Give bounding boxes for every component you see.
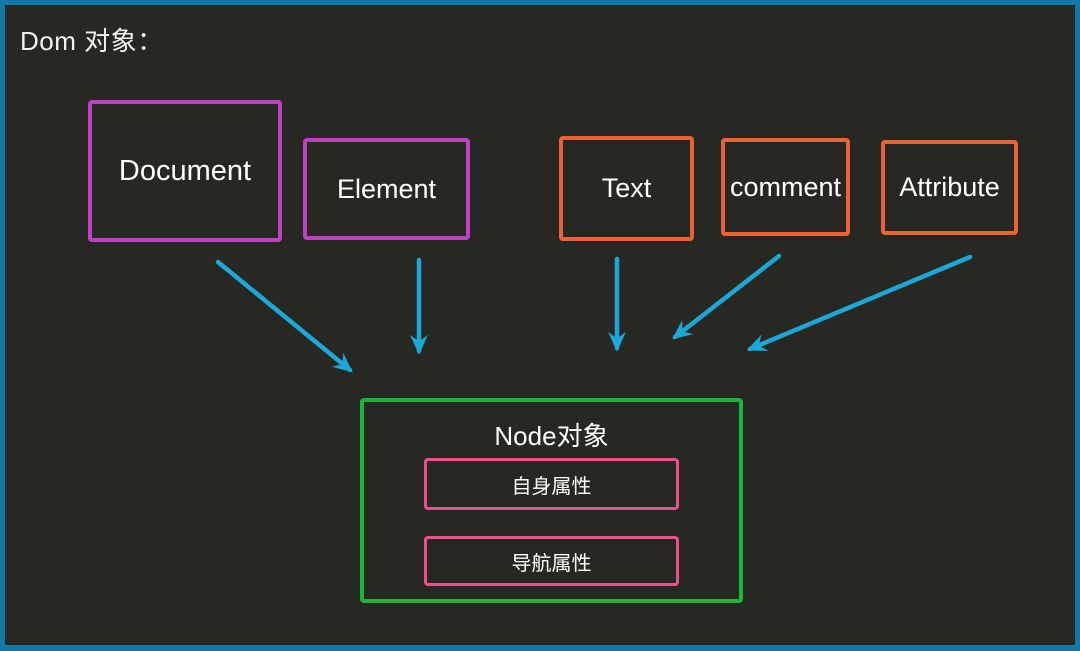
- box-comment-label: comment: [729, 171, 842, 202]
- box-attribute-label: Attribute: [899, 172, 1000, 202]
- diagram-canvas: Dom 对象： Document Element Text: [5, 5, 1075, 645]
- box-document-label: Document: [118, 154, 252, 187]
- box-attribute[interactable]: Attribute: [881, 140, 1018, 235]
- node-object-title: Node对象: [494, 421, 609, 451]
- arrow-document-to-node: [215, 259, 353, 373]
- box-document[interactable]: Document: [88, 100, 282, 242]
- box-element-label: Element: [336, 173, 437, 204]
- own-attributes-label: 自身属性: [511, 475, 592, 498]
- box-text[interactable]: Text: [559, 136, 694, 241]
- box-own-attributes[interactable]: 自身属性: [424, 458, 679, 510]
- arrow-attribute-to-node: [746, 254, 973, 352]
- box-element[interactable]: Element: [303, 138, 470, 240]
- page-title: Dom 对象：: [20, 26, 164, 56]
- box-node-object[interactable]: Node对象 自身属性 导航属性: [360, 398, 743, 603]
- arrow-comment-to-node: [672, 253, 782, 340]
- navigation-attributes-label: 导航属性: [511, 552, 592, 575]
- box-comment[interactable]: comment: [721, 138, 850, 236]
- box-navigation-attributes[interactable]: 导航属性: [424, 536, 679, 586]
- box-text-label: Text: [601, 173, 652, 203]
